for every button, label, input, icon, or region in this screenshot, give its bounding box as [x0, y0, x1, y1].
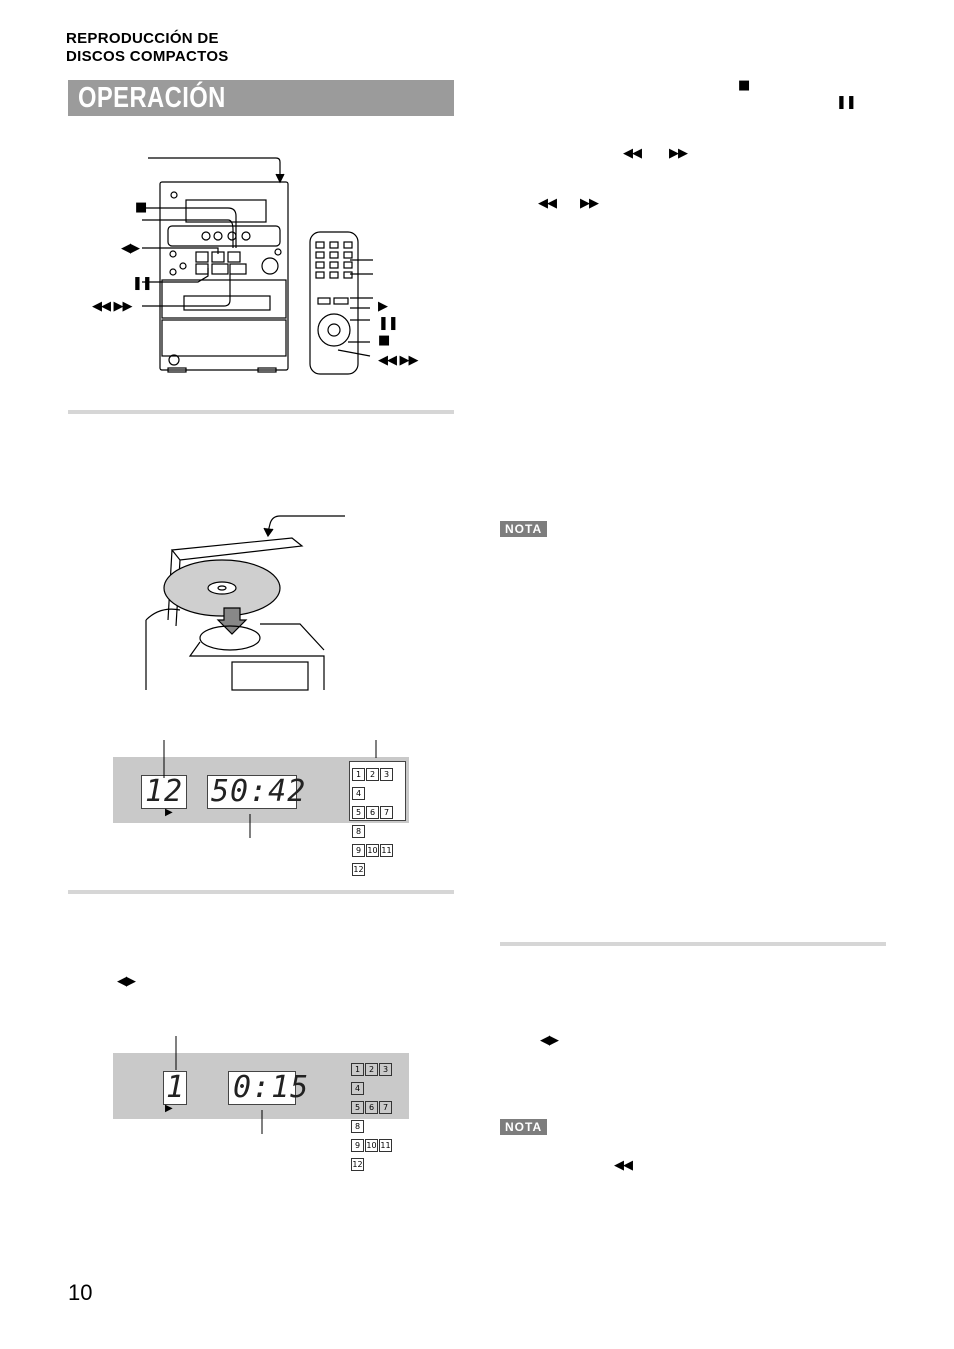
track-cell: 5 — [352, 806, 365, 819]
stop-symbol: ■ — [135, 200, 147, 215]
track-cell: 6 — [365, 1101, 378, 1114]
display-1-callouts — [163, 740, 377, 838]
remote-pause-symbol: ❚❚ — [378, 316, 399, 331]
skip-symbol-left: ◀▶ — [117, 974, 136, 989]
track-cell: 6 — [366, 806, 379, 819]
title-bar: OPERACIÓN — [68, 80, 454, 116]
elapsed-time-2: 0:15 — [233, 1070, 310, 1105]
track-cell: 12 — [351, 1158, 364, 1171]
display-2-callouts — [175, 1036, 263, 1134]
remote-stop-symbol: ■ — [378, 333, 390, 348]
rew-symbol-note: ◀◀ — [614, 1158, 633, 1173]
section-divider-2 — [68, 890, 454, 894]
page-title: OPERACIÓN — [78, 82, 226, 114]
stop-symbol-right: ■ — [738, 78, 750, 93]
rew-symbol-right-2: ◀◀ — [538, 196, 557, 211]
track-cell: 1 — [352, 768, 365, 781]
cd-loading-illustration — [145, 515, 345, 691]
track-cell: 10 — [366, 844, 379, 857]
track-cell: 3 — [379, 1063, 392, 1076]
track-number-2: 1 — [166, 1070, 186, 1105]
section-divider-right — [500, 942, 886, 946]
ff-symbol-right-2: ▶▶ — [580, 196, 599, 211]
skip-symbol-right: ◀▶ — [540, 1033, 559, 1048]
track-cell: 11 — [379, 1139, 392, 1152]
page-number: 10 — [68, 1280, 93, 1305]
track-cell: 12 — [352, 863, 365, 876]
track-cell: 2 — [366, 768, 379, 781]
total-time-1: 50:42 — [211, 774, 307, 809]
nota-badge-2: NOTA — [500, 1119, 548, 1135]
skip-symbol: ◀▶ — [121, 241, 140, 256]
track-cell: 9 — [351, 1139, 364, 1152]
section-heading-line1: REPRODUCCIÓN DE — [66, 30, 219, 47]
rew-symbol-right-1: ◀◀ — [623, 146, 642, 161]
track-cell: 8 — [352, 825, 365, 838]
track-cell: 4 — [352, 787, 365, 800]
section-heading-line2: DISCOS COMPACTOS — [66, 48, 229, 65]
track-cell: 1 — [351, 1063, 364, 1076]
track-number-1: 12 — [145, 774, 184, 809]
stereo-illustration — [142, 157, 373, 375]
rew-ff-symbol: ◀◀ ▶▶ — [92, 299, 133, 314]
remote-play-symbol: ▶ — [378, 299, 388, 314]
track-cell: 10 — [365, 1139, 378, 1152]
track-cell: 8 — [351, 1120, 364, 1133]
pause-symbol-right: ❚❚ — [836, 95, 857, 110]
track-cell: 3 — [380, 768, 393, 781]
track-cell: 9 — [352, 844, 365, 857]
track-cell: 2 — [365, 1063, 378, 1076]
pause-symbol: ❚❚ — [132, 276, 153, 291]
remote-rew-ff-symbol: ◀◀ ▶▶ — [378, 353, 419, 368]
track-cell: 4 — [351, 1082, 364, 1095]
section-heading: REPRODUCCIÓN DE DISCOS COMPACTOS — [66, 30, 229, 66]
play-indicator-1: ▶ — [165, 807, 173, 818]
section-divider — [68, 410, 454, 414]
ff-symbol-right-1: ▶▶ — [669, 146, 688, 161]
track-cell: 7 — [380, 806, 393, 819]
track-cell: 7 — [379, 1101, 392, 1114]
nota-badge-1: NOTA — [500, 521, 548, 537]
track-cell: 11 — [380, 844, 393, 857]
play-indicator-2: ▶ — [165, 1103, 173, 1114]
track-cell: 5 — [351, 1101, 364, 1114]
